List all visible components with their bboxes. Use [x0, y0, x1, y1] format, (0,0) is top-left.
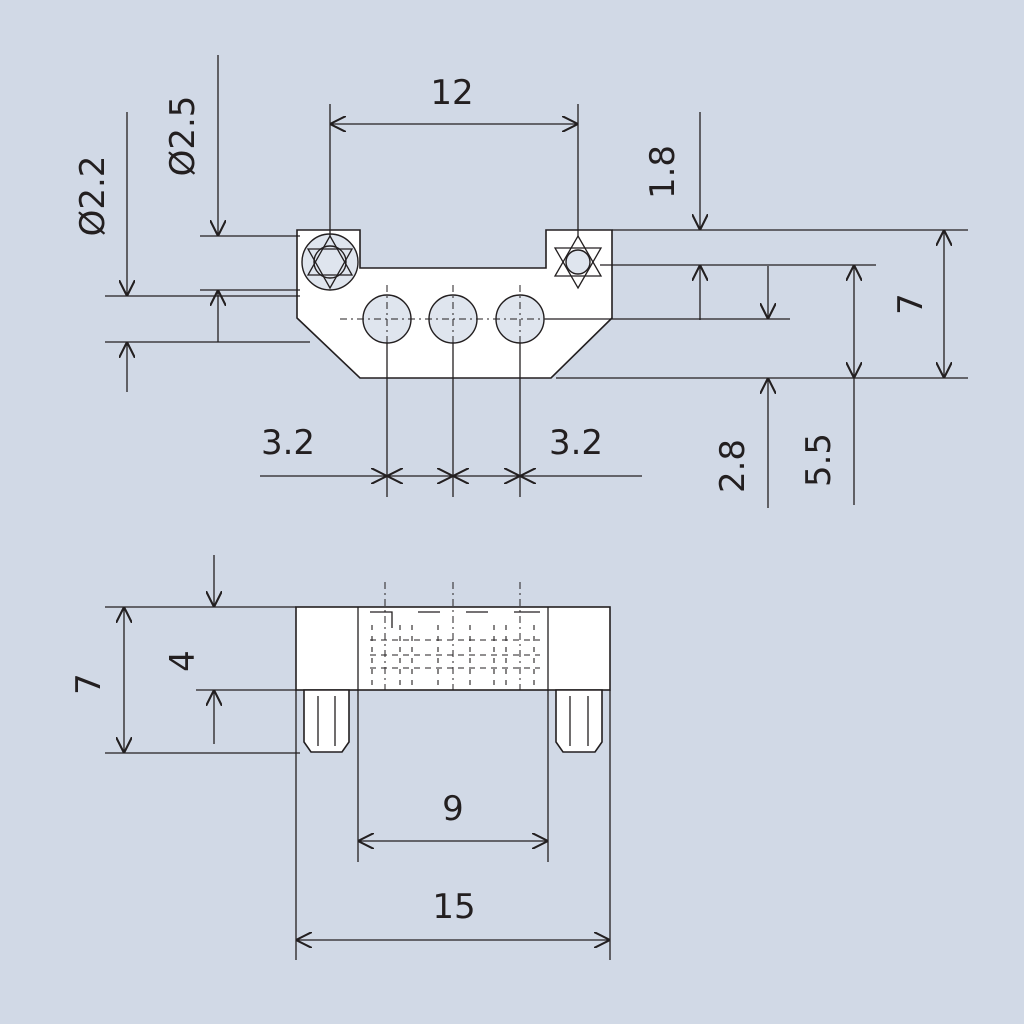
dim-dia-large: Ø2.5 — [163, 96, 203, 177]
left-pin — [303, 689, 350, 753]
dim-pitch-left: 3.2 — [261, 423, 315, 463]
dim-front-width-total: 15 — [432, 887, 475, 927]
dim-height-total: 7 — [891, 293, 931, 315]
right-mount-hole — [553, 234, 603, 290]
dim-dia-small: Ø2.2 — [73, 156, 113, 237]
top-view: 12 Ø2.2 Ø2.5 1.8 7 5.5 2.8 3.2 3.2 — [73, 55, 968, 508]
dim-offset-top: 1.8 — [643, 145, 683, 199]
right-pin — [555, 689, 603, 753]
dim-front-height-body: 4 — [163, 650, 203, 672]
front-view: 7 4 9 15 — [69, 555, 611, 960]
dim-front-width-inner: 9 — [442, 789, 464, 829]
dim-front-height-total: 7 — [69, 673, 109, 695]
dim-pitch-right: 3.2 — [549, 423, 603, 463]
left-mount-hole — [301, 233, 359, 291]
dim-height-mid: 5.5 — [799, 433, 839, 487]
dim-height-low: 2.8 — [713, 439, 753, 493]
contact-area — [370, 582, 540, 690]
dim-pitch-total: 12 — [430, 73, 473, 113]
